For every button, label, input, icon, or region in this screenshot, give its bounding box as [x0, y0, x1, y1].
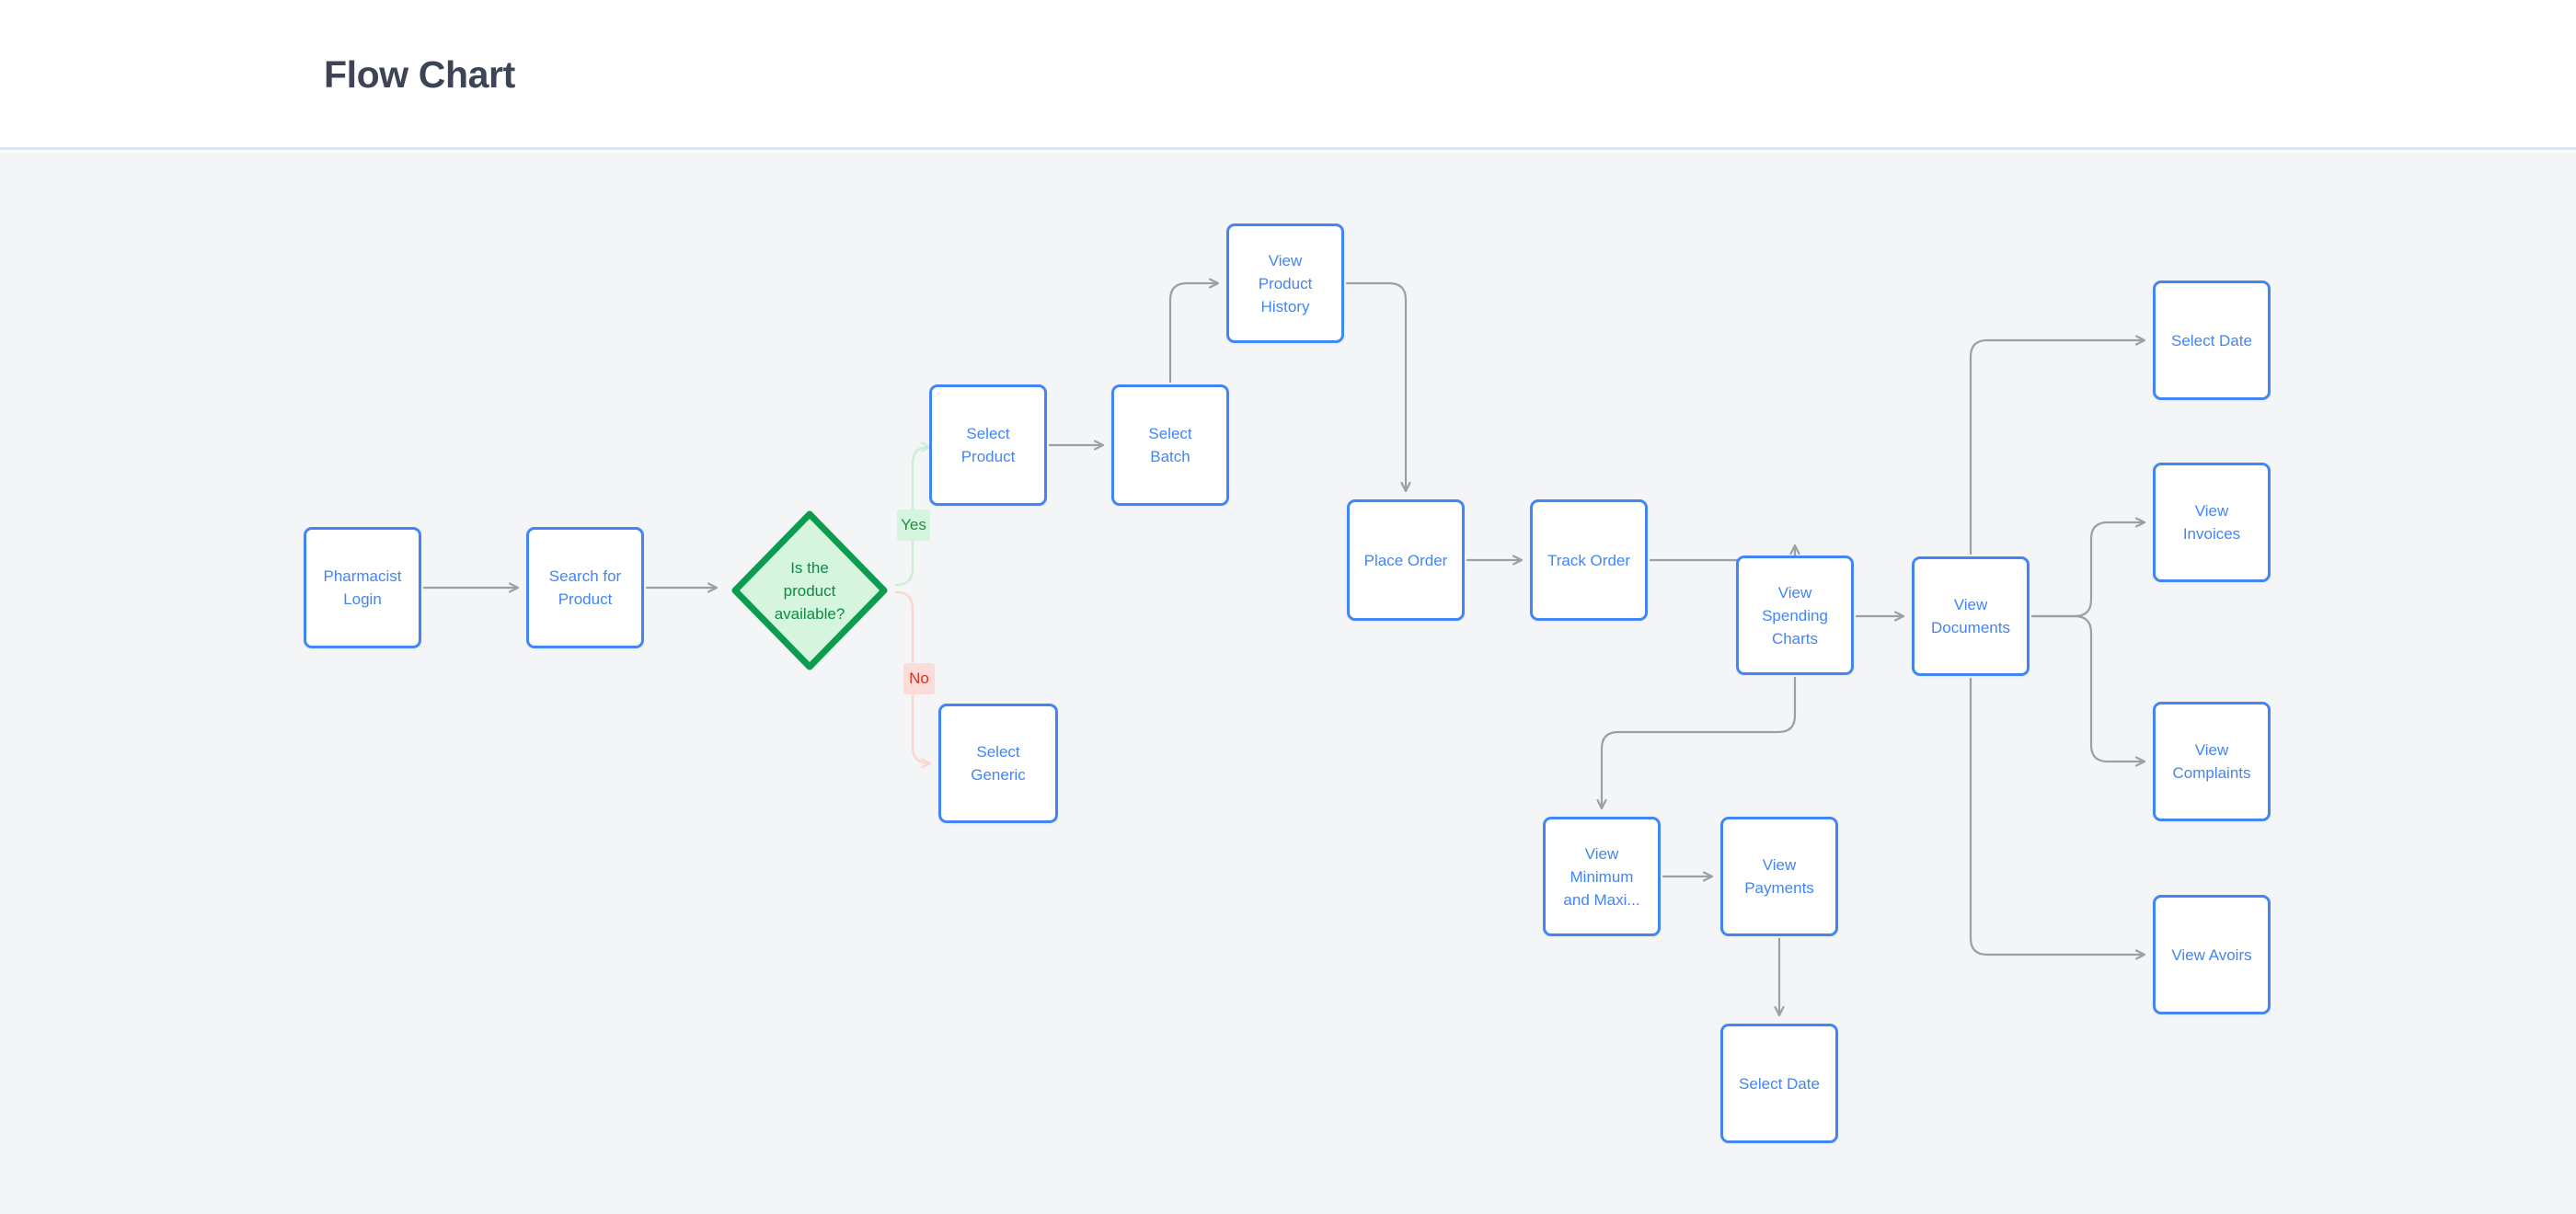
node-label: View Payments: [1744, 856, 1814, 897]
node-view-payments[interactable]: View Payments: [1720, 817, 1838, 936]
node-track-order[interactable]: Track Order: [1530, 499, 1648, 621]
node-label: Select Product: [960, 425, 1016, 465]
node-view-avoirs[interactable]: View Avoirs: [2153, 895, 2271, 1014]
decision-diamond-shape: [731, 510, 888, 670]
page-header: Flow Chart: [0, 0, 2576, 150]
nodes-layer: Pharmacist Login Search for Product Is t…: [0, 153, 2576, 1214]
node-label: View Avoirs: [2171, 945, 2252, 964]
node-label: Place Order: [1363, 551, 1448, 569]
node-place-order[interactable]: Place Order: [1347, 499, 1465, 621]
node-label: View Complaints: [2172, 741, 2251, 782]
node-label: Track Order: [1547, 551, 1631, 569]
flow-chart-canvas[interactable]: Pharmacist Login Search for Product Is t…: [0, 153, 2576, 1214]
node-select-date-payments[interactable]: Select Date: [1720, 1024, 1838, 1143]
edge-label-no: No: [903, 663, 935, 694]
node-pharmacist-login[interactable]: Pharmacist Login: [304, 527, 421, 648]
node-label: View Spending Charts: [1762, 583, 1828, 647]
node-view-product-history[interactable]: View Product History: [1226, 223, 1344, 343]
edge-label-yes: Yes: [897, 510, 930, 541]
node-select-date-documents[interactable]: Select Date: [2153, 281, 2271, 400]
node-label: View Documents: [1931, 596, 2010, 636]
node-label: Search for Product: [548, 567, 622, 608]
node-select-product[interactable]: Select Product: [929, 384, 1047, 506]
node-label: View Invoices: [2182, 502, 2241, 543]
node-label: Pharmacist Login: [323, 567, 402, 608]
node-label: Select Date: [2171, 331, 2252, 349]
node-label: View Minimum and Maxi...: [1563, 844, 1640, 909]
node-label: Select Date: [1739, 1074, 1820, 1093]
node-is-product-available[interactable]: Is the product available?: [725, 504, 894, 677]
node-search-for-product[interactable]: Search for Product: [526, 527, 644, 648]
node-view-invoices[interactable]: View Invoices: [2153, 463, 2271, 582]
node-view-spending-charts[interactable]: View Spending Charts: [1736, 555, 1854, 675]
node-label: View Product History: [1258, 251, 1313, 315]
node-view-minimum-and-maximum[interactable]: View Minimum and Maxi...: [1543, 817, 1661, 936]
node-label: Select Generic: [971, 743, 1026, 784]
node-label: Select Batch: [1148, 425, 1192, 465]
node-view-documents[interactable]: View Documents: [1912, 556, 2030, 676]
page-title: Flow Chart: [324, 53, 515, 96]
node-select-generic[interactable]: Select Generic: [938, 704, 1058, 823]
edge-label-text: No: [909, 670, 929, 687]
node-select-batch[interactable]: Select Batch: [1111, 384, 1229, 506]
node-view-complaints[interactable]: View Complaints: [2153, 702, 2271, 821]
edge-label-text: Yes: [901, 516, 926, 533]
node-label: Is the product available?: [774, 558, 845, 623]
